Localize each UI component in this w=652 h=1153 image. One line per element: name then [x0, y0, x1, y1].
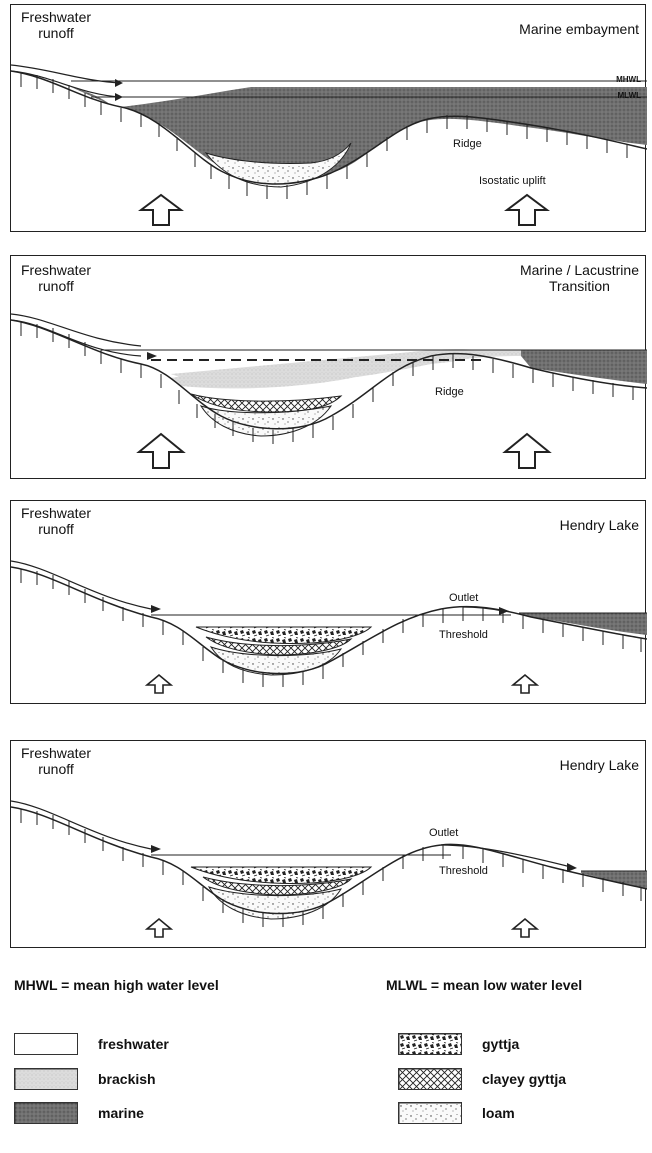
legend-swatch-brackish	[14, 1068, 78, 1090]
loam-fill	[204, 142, 352, 188]
mhwl-label: MHWL	[616, 75, 641, 84]
uplift-arrow-right	[510, 673, 540, 694]
ground-profile	[11, 70, 647, 185]
uplift-arrow-left	[144, 673, 174, 694]
legend-item-loam: loam	[398, 1102, 515, 1124]
ground-profile	[11, 566, 647, 675]
clayey-gyttja-fill	[202, 876, 353, 896]
runoff-stream	[11, 800, 152, 850]
panel-marine-lacustrine-transition: Freshwater runoff Marine / Lacustrine Tr…	[10, 255, 647, 479]
outlet-label: Outlet	[449, 592, 479, 604]
legend-swatch-loam	[398, 1102, 462, 1124]
legend-swatch-marine	[14, 1102, 78, 1124]
marine-embayment-label: Marine embayment	[519, 21, 639, 37]
legend-item-gyttja: gyttja	[398, 1033, 519, 1055]
panel-2-diagram	[11, 313, 647, 469]
hendry-lake-label: Hendry Lake	[559, 517, 639, 533]
runoff-stream-bottom	[11, 319, 142, 357]
ridge-label: Ridge	[435, 386, 464, 398]
legend-label: marine	[98, 1105, 144, 1121]
outlet-stream	[440, 844, 572, 868]
panel-4-diagram	[11, 800, 647, 938]
legend-label: clayey gyttja	[482, 1071, 567, 1087]
mlwl-label: MLWL	[617, 91, 641, 100]
panel-1-diagram	[11, 64, 647, 226]
ground-hatching	[20, 73, 628, 199]
hendry-lake-label: Hendry Lake	[559, 757, 639, 773]
legend-item-brackish: brackish	[14, 1068, 156, 1090]
gyttja-fill	[190, 866, 373, 884]
legend-swatch-gyttja	[398, 1033, 462, 1055]
isostatic-uplift-label: Isostatic uplift	[479, 175, 546, 187]
uplift-arrow-left	[144, 917, 174, 938]
panel-hendry-lake-2: Freshwater runoff Hendry Lake Outlet Thr…	[10, 740, 647, 948]
panel-marine-embayment: Freshwater runoff Marine embayment MHWL …	[10, 4, 647, 232]
ground-hatching	[20, 569, 642, 687]
threshold-label: Threshold	[439, 865, 488, 877]
freshwater-runoff-label: Freshwater runoff	[21, 505, 92, 537]
ground-hatching	[20, 322, 634, 444]
runoff-stream-top	[11, 313, 142, 347]
ridge-label: Ridge	[453, 138, 482, 150]
marine-water-right	[581, 871, 647, 889]
clayey-gyttja-fill	[205, 636, 353, 656]
marine-water-right	[519, 613, 647, 635]
panel-3-diagram	[11, 560, 647, 694]
mhwl-definition: MHWL = mean high water level	[14, 977, 219, 993]
uplift-arrow-right	[502, 432, 552, 469]
panel-hendry-lake-1: Freshwater runoff Hendry Lake Outlet Thr…	[10, 500, 647, 704]
legend-label: gyttja	[482, 1036, 520, 1052]
legend-label: freshwater	[98, 1036, 169, 1052]
uplift-arrow-left	[138, 193, 184, 226]
legend-label: loam	[482, 1105, 515, 1121]
mlwl-definition: MLWL = mean low water level	[386, 977, 583, 993]
gyttja-fill	[195, 626, 373, 644]
legend-swatch-clayey-gyttja	[398, 1068, 462, 1090]
freshwater-runoff-label: Freshwater runoff	[21, 262, 92, 294]
threshold-label: Threshold	[439, 629, 488, 641]
clayey-gyttja-fill	[190, 393, 343, 413]
transition-label: Marine / Lacustrine Transition	[519, 262, 639, 294]
legend-item-marine: marine	[14, 1102, 144, 1124]
legend-swatch-freshwater	[14, 1033, 78, 1055]
uplift-arrow-right	[504, 193, 550, 226]
outlet-label: Outlet	[429, 827, 459, 839]
marine-water-right	[521, 350, 647, 384]
ground-profile	[11, 319, 647, 430]
uplift-arrow-left	[136, 432, 186, 469]
ground-hatching	[20, 809, 642, 927]
freshwater-runoff-label: Freshwater runoff	[21, 745, 92, 777]
runoff-stream	[11, 560, 152, 610]
legend-item-freshwater: freshwater	[14, 1033, 169, 1055]
freshwater-runoff-label: Freshwater runoff	[21, 9, 92, 41]
legend-item-clayey-gyttja: clayey gyttja	[398, 1068, 566, 1090]
runoff-stream-top	[11, 64, 122, 84]
uplift-arrow-right	[510, 917, 540, 938]
legend-label: brackish	[98, 1071, 156, 1087]
ground-profile	[11, 806, 647, 915]
